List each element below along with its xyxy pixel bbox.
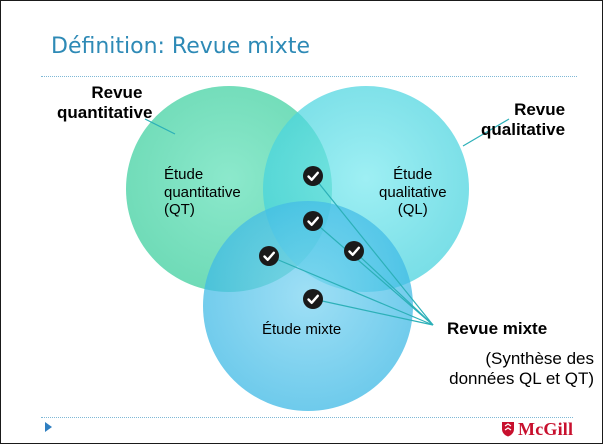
check-circle-icon — [303, 166, 323, 186]
pointer-line-qualitative — [462, 118, 510, 147]
check-circle-icon — [259, 246, 279, 266]
quantitative-review-label: Revue quantitative — [57, 83, 153, 123]
footer-divider — [41, 417, 573, 418]
check-circle-icon — [303, 289, 323, 309]
check-circle-icon — [303, 211, 323, 231]
mcgill-logo: McGill — [501, 417, 573, 441]
mcgill-wordmark: McGill — [518, 418, 574, 439]
mixed-review-subtitle: (Synthèse des données QL et QT) — [449, 349, 594, 389]
pointer-line-quantitative — [144, 118, 176, 135]
slide-title: Définition: Revue mixte — [51, 34, 310, 59]
mixed-study-label: Étude mixte — [262, 321, 342, 338]
check-circle-icon — [344, 241, 364, 261]
qualitative-study-label: Étude qualitative (QL) — [379, 166, 447, 219]
quantitative-study-label: Étude quantitative (QT) — [164, 166, 241, 219]
qualitative-review-label: Revue qualitative — [481, 100, 566, 140]
mixed-review-pointer-lines — [268, 175, 434, 326]
triangle-bullet-icon — [45, 422, 52, 432]
mcgill-shield-icon — [502, 422, 514, 437]
mixed-review-label: Revue mixte — [447, 319, 548, 338]
title-divider — [41, 76, 577, 77]
